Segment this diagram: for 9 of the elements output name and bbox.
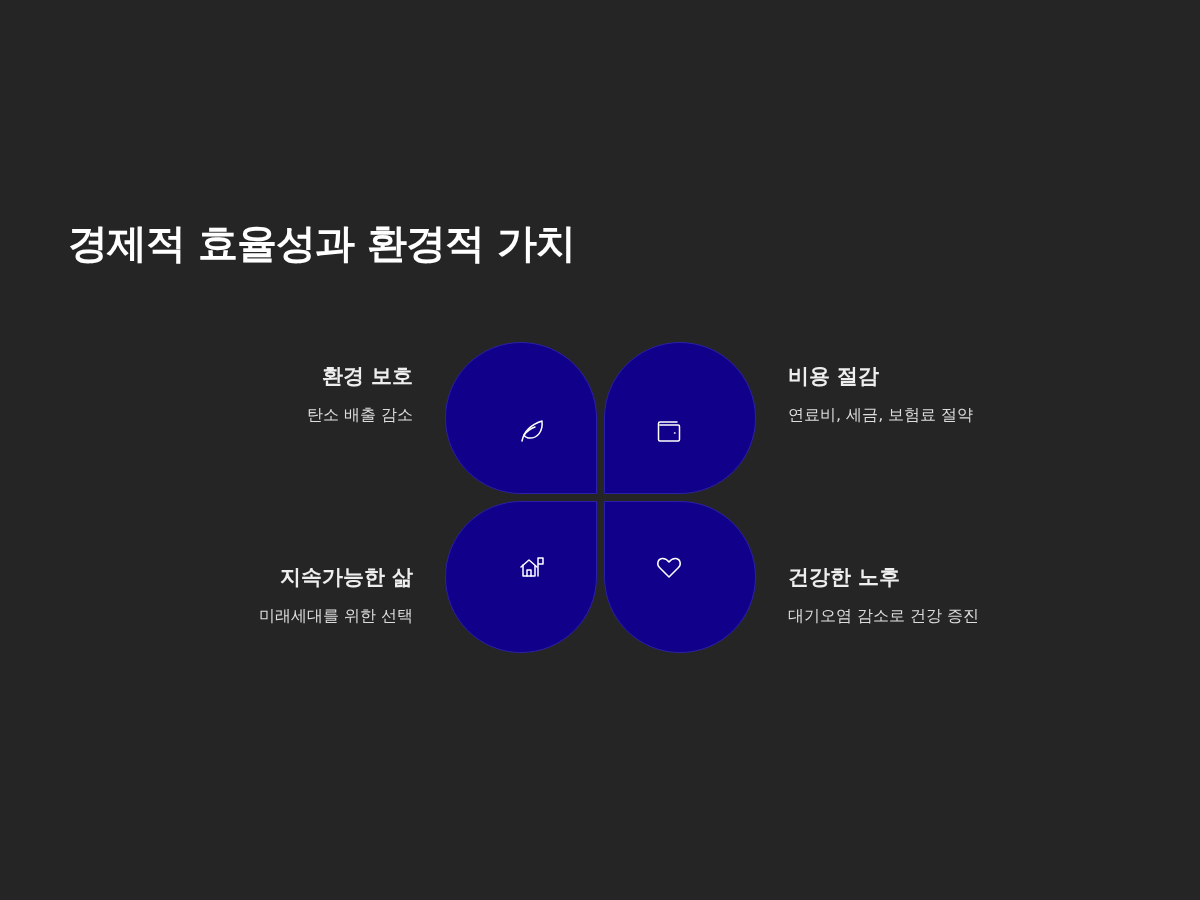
item-heading: 지속가능한 삶 (279, 564, 413, 591)
item-description: 대기오염 감소로 건강 증진 (788, 606, 980, 627)
item-heading: 건강한 노후 (788, 564, 901, 591)
slide-title: 경제적 효율성과 환경적 가치 (68, 219, 575, 268)
item-description: 연료비, 세금, 보험료 절약 (788, 405, 974, 426)
item-description: 미래세대를 위한 선택 (258, 606, 413, 627)
item-heading: 비용 절감 (788, 363, 880, 390)
item-description: 탄소 배출 감소 (306, 405, 413, 426)
item-heading: 환경 보호 (321, 363, 413, 390)
